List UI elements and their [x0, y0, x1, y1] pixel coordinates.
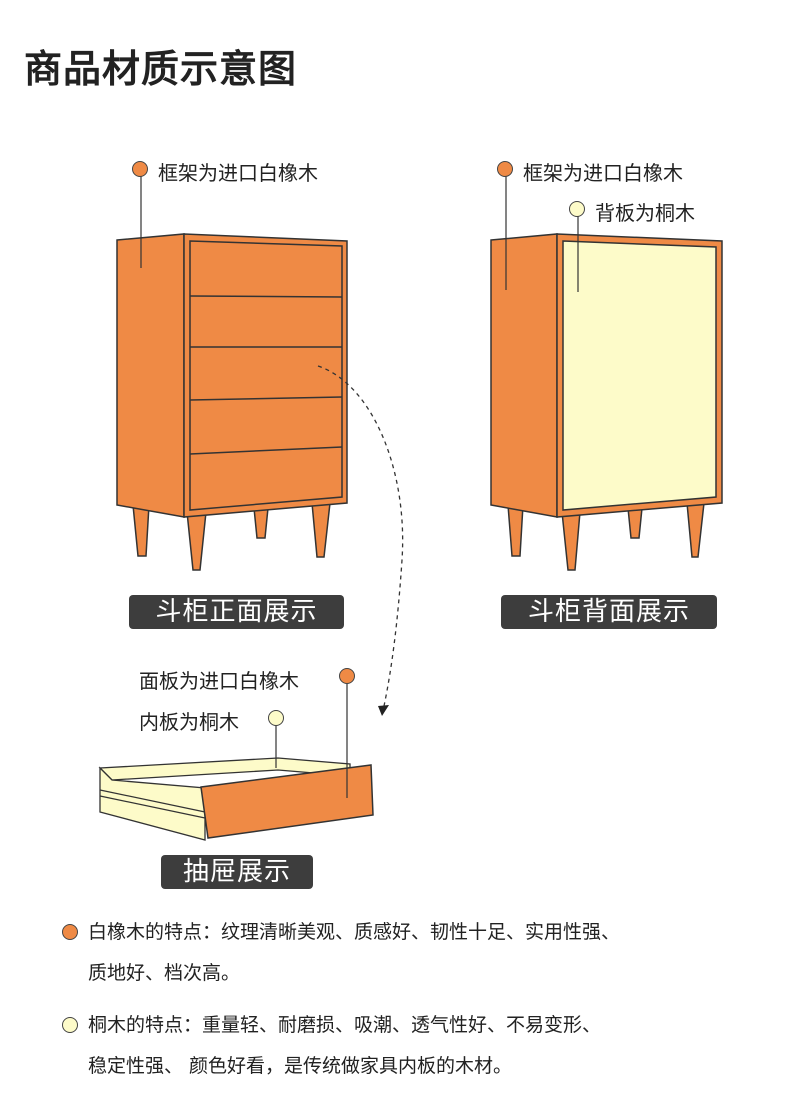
back-cabinet	[490, 170, 723, 571]
paulownia-dot-icon	[268, 710, 284, 726]
page-title: 商品材质示意图	[24, 47, 298, 91]
drawer-inner-label: 内板为桐木	[139, 710, 239, 734]
drawer-line	[189, 396, 343, 401]
paulownia-dot-icon	[569, 201, 585, 217]
front-face	[183, 233, 348, 518]
white-oak-dot-icon	[62, 924, 78, 940]
white-oak-note-line2: 质地好、档次高。	[88, 962, 241, 984]
white-oak-note-line1: 白橡木的特点：纹理清晰美观、质感好、韧性十足、实用性强、	[88, 921, 621, 943]
front-leg	[132, 504, 150, 557]
back-board	[562, 240, 717, 511]
front-frame-label: 框架为进口白橡木	[158, 161, 318, 185]
paulownia-dot-icon	[62, 1017, 78, 1033]
drawer-caption: 抽屉展示	[161, 855, 313, 889]
back-leg	[686, 502, 705, 558]
drawer-illustration	[98, 676, 374, 841]
drawer-line	[189, 295, 343, 298]
front-leg	[186, 511, 207, 571]
back-leg	[561, 511, 581, 571]
front-side-panel	[116, 233, 185, 518]
drawer-line	[189, 446, 343, 455]
front-leg	[253, 507, 269, 539]
back-side-panel	[490, 233, 558, 518]
drawer-side-line	[99, 795, 206, 819]
back-leg	[627, 507, 643, 539]
front-cabinet	[116, 170, 348, 571]
paulownia-note-line1: 桐木的特点：重量轻、耐磨损、吸潮、透气性好、不易变形、	[88, 1014, 602, 1036]
back-frame-label: 框架为进口白橡木	[523, 161, 683, 185]
white-oak-dot-icon	[132, 161, 148, 177]
paulownia-note-line2: 稳定性强、 颜色好看，是传统做家具内板的木材。	[88, 1055, 513, 1077]
white-oak-dot-icon	[339, 668, 355, 684]
arrow-head	[378, 705, 389, 716]
drawer-panel-label: 面板为进口白橡木	[139, 669, 299, 693]
back-leg	[507, 504, 524, 557]
front-caption: 斗柜正面展示	[129, 595, 344, 629]
back-board-label: 背板为桐木	[595, 201, 695, 225]
dashed-arrow	[317, 365, 404, 707]
white-oak-dot-icon	[497, 161, 513, 177]
front-inner-frame	[189, 240, 343, 511]
drawer-side-line	[99, 789, 206, 813]
back-caption: 斗柜背面展示	[501, 595, 717, 629]
front-leg	[311, 502, 331, 558]
drawer-front-panel	[200, 764, 374, 839]
